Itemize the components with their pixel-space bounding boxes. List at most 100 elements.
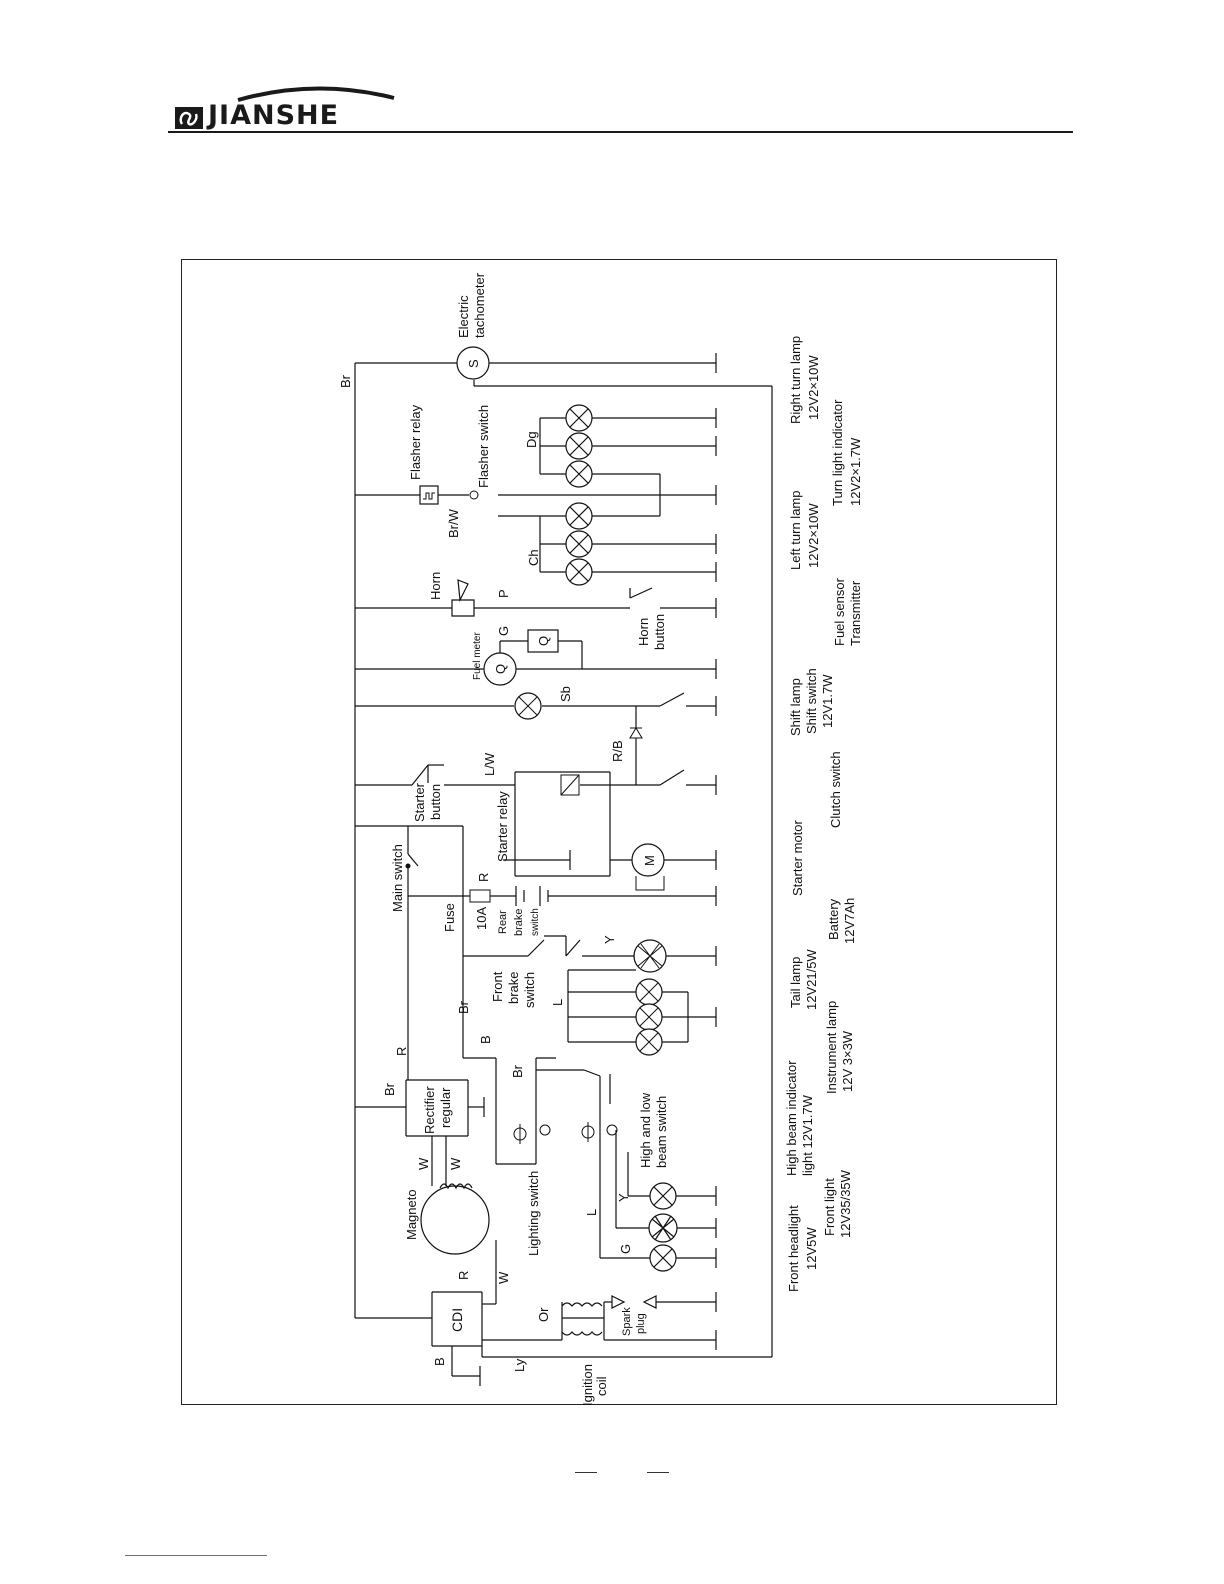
label-y-head: Y [616,1193,631,1202]
label-fuel-g: G [496,626,511,636]
legend-tail-2: 12V21/5W [804,949,819,1010]
label-horn-button-1: Horn [636,618,651,646]
label-front-2: brake [506,971,521,1004]
legend-fuel-sensor-1: Fuel sensor [832,577,847,646]
label-sb: Sb [558,686,573,702]
label-spark-1: Spark [621,1307,633,1336]
legend-fuel-sensor-2: Transmitter [848,580,863,646]
label-rear-1: Rear [497,910,509,934]
label-w-1: W [416,1157,431,1170]
tail-lamp-icon [633,939,667,973]
label-motor-m: M [642,855,657,866]
wiring-diagram-frame [181,259,1057,1405]
legend-turn-ind-2: 12V2×1.7W [848,437,863,506]
label-ignition-1: Ignition [580,1364,595,1406]
legend-left-turn-2: 12V2×10W [806,503,821,568]
label-front-1: Front [490,971,505,1002]
legend-right-turn-1: Right turn lamp [788,336,803,424]
legend-shift-2: Shift switch [804,668,819,734]
label-br-mid: Br [456,1000,471,1014]
label-p: P [496,589,511,598]
lighting-switch-symbols [513,1122,618,1144]
diode-icon [629,727,643,739]
label-tacho-s: S [466,359,481,368]
label-w-2: W [448,1157,463,1170]
instrument-lamp-icons [635,978,663,1056]
label-b-cdi: B [432,1357,447,1366]
footer-underline [125,1555,267,1556]
label-horn-button-2: button [652,614,667,650]
label-flasher-switch: Flasher switch [476,405,491,488]
legend-clutch: Clutch switch [828,751,843,828]
legend-tail-1: Tail lamp [788,957,803,1008]
label-starter-2: button [428,784,443,820]
label-r-b: R/B [610,740,625,762]
legend-shift-3: 12V1.7W [820,674,835,728]
label-r-cdi: R [456,1271,471,1280]
label-cdi: CDI [449,1308,465,1332]
legend-highbeam-1: High beam indicator [784,1060,799,1176]
legend-instrument-2: 12V 3×3W [840,1030,855,1092]
legend-left-turn-1: Left turn lamp [788,491,803,571]
label-rectifier-2: regular [438,1087,453,1128]
label-fuse: Fuse [442,903,457,932]
label-rear-2: brake [513,908,525,936]
component-legend: Right turn lamp 12V2×10W Turn light indi… [784,336,863,1292]
tachometer-gauge [456,346,490,380]
legend-frontlight-2: 12V35/35W [838,1169,853,1238]
label-lighting-switch: Lighting switch [526,1171,541,1256]
horn-icon [451,579,475,617]
fuel-meter-gauge [483,652,517,686]
flasher-switch-contact [469,490,479,500]
legend-headlight-1: Front headlight [786,1205,801,1292]
label-ignition-2: coil [594,1376,609,1396]
label-w-cdi: W [496,1271,511,1284]
jianshe-emblem-icon [175,107,203,129]
headlight-lamp-icons [648,1182,678,1272]
label-dg: Dg [524,431,539,448]
label-br-top: Br [338,374,353,388]
label-starter-1: Starter [412,782,427,822]
label-ch: Ch [526,549,541,566]
label-b-mid: B [478,1035,493,1044]
label-main-switch: Main switch [390,844,405,912]
label-l-w: L/W [482,752,497,776]
fuse-icon [469,889,491,903]
label-or: Or [536,1307,551,1322]
label-high-low-1: High and low [638,1092,653,1168]
starter-motor-icon [631,843,665,877]
label-g-head: G [618,1244,633,1254]
label-high-low-2: beam switch [654,1096,669,1168]
label-flasher-relay: Flasher relay [408,404,423,480]
label-electric: Electric [456,295,471,338]
turn-lamp-icons [565,404,593,586]
legend-headlight-2: 12V5W [804,1227,819,1270]
label-magneto: Magneto [404,1189,419,1240]
label-starter-relay: Starter relay [495,791,510,862]
legend-right-turn-2: 12V2×10W [806,355,821,420]
label-fuel-meter: Fuel meter [472,632,483,680]
label-sensor-q: Q [536,636,551,646]
label-br-left: Br [382,1082,397,1096]
header-rule [168,131,1073,133]
legend-instrument-1: Instrument lamp [824,1001,839,1094]
page-number-dashes [575,1472,675,1476]
logo-swoosh [237,86,395,102]
label-y-tail: Y [602,935,617,944]
legend-frontlight-1: Front light [822,1178,837,1236]
brand-name: JIANSHE [208,100,340,131]
label-rectifier-1: Rectifier [422,1086,437,1134]
label-r-main: R [476,873,491,882]
shift-lamp-icon [514,692,542,720]
legend-shift-1: Shift lamp [788,678,803,736]
label-l-head: L [584,1209,599,1216]
legend-starter-motor: Starter motor [790,819,805,896]
label-ly: Ly [512,1358,527,1372]
label-br-light: Br [510,1064,525,1078]
legend-battery-2: 12V7Ah [842,898,857,944]
label-fuse-10a: 10A [474,907,489,930]
label-br-w: Br/W [446,508,461,538]
legend-highbeam-2: light 12V1.7W [800,1094,815,1176]
label-front-3: switch [522,972,537,1008]
